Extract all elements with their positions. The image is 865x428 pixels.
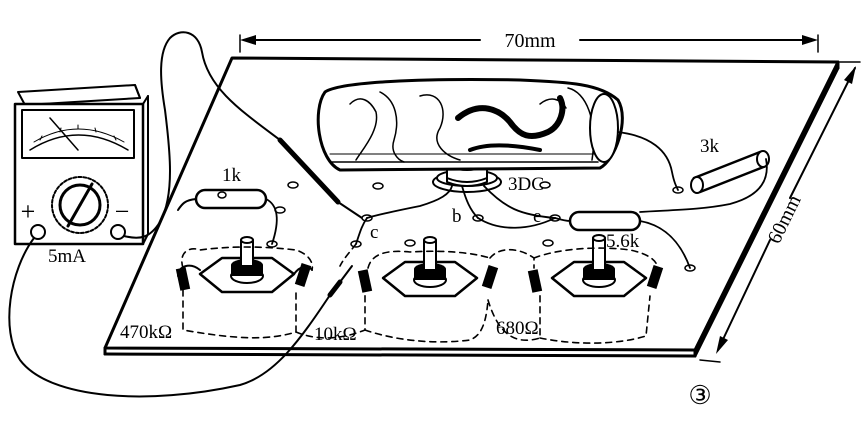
hidden-wiring bbox=[181, 243, 658, 344]
width-label: 70mm bbox=[504, 30, 556, 52]
positive-jack bbox=[30, 224, 46, 240]
resistor-3k-label: 3k bbox=[700, 136, 720, 157]
resistor-5-6k bbox=[568, 210, 642, 232]
meter-range-label: 5mA bbox=[48, 246, 86, 267]
multimeter: + − bbox=[13, 84, 149, 246]
meter-needle bbox=[49, 117, 79, 151]
potentiometer-10k bbox=[357, 236, 499, 298]
plus-sign: + bbox=[21, 197, 36, 226]
battery bbox=[316, 78, 624, 172]
pot-680-label: 680Ω bbox=[496, 318, 539, 339]
minus-sign: − bbox=[115, 197, 130, 226]
transistor-label: 3DG bbox=[508, 174, 545, 195]
base-label: b bbox=[452, 206, 462, 227]
resistor-1k-label: 1k bbox=[222, 165, 242, 186]
resistor-5-6k-label: 5.6k bbox=[606, 231, 640, 252]
negative-jack bbox=[110, 224, 126, 240]
pot-470k-label: 470kΩ bbox=[120, 322, 172, 343]
potentiometer-680 bbox=[527, 234, 664, 298]
pot-10k-label: 10kΩ bbox=[314, 324, 357, 345]
figure-number: ③ bbox=[688, 381, 711, 410]
solder-pads bbox=[217, 181, 696, 272]
test-leads bbox=[8, 31, 363, 398]
width-dimension: 70mm bbox=[239, 30, 819, 53]
board-wiring bbox=[265, 131, 768, 269]
collector-label: c bbox=[370, 222, 378, 243]
